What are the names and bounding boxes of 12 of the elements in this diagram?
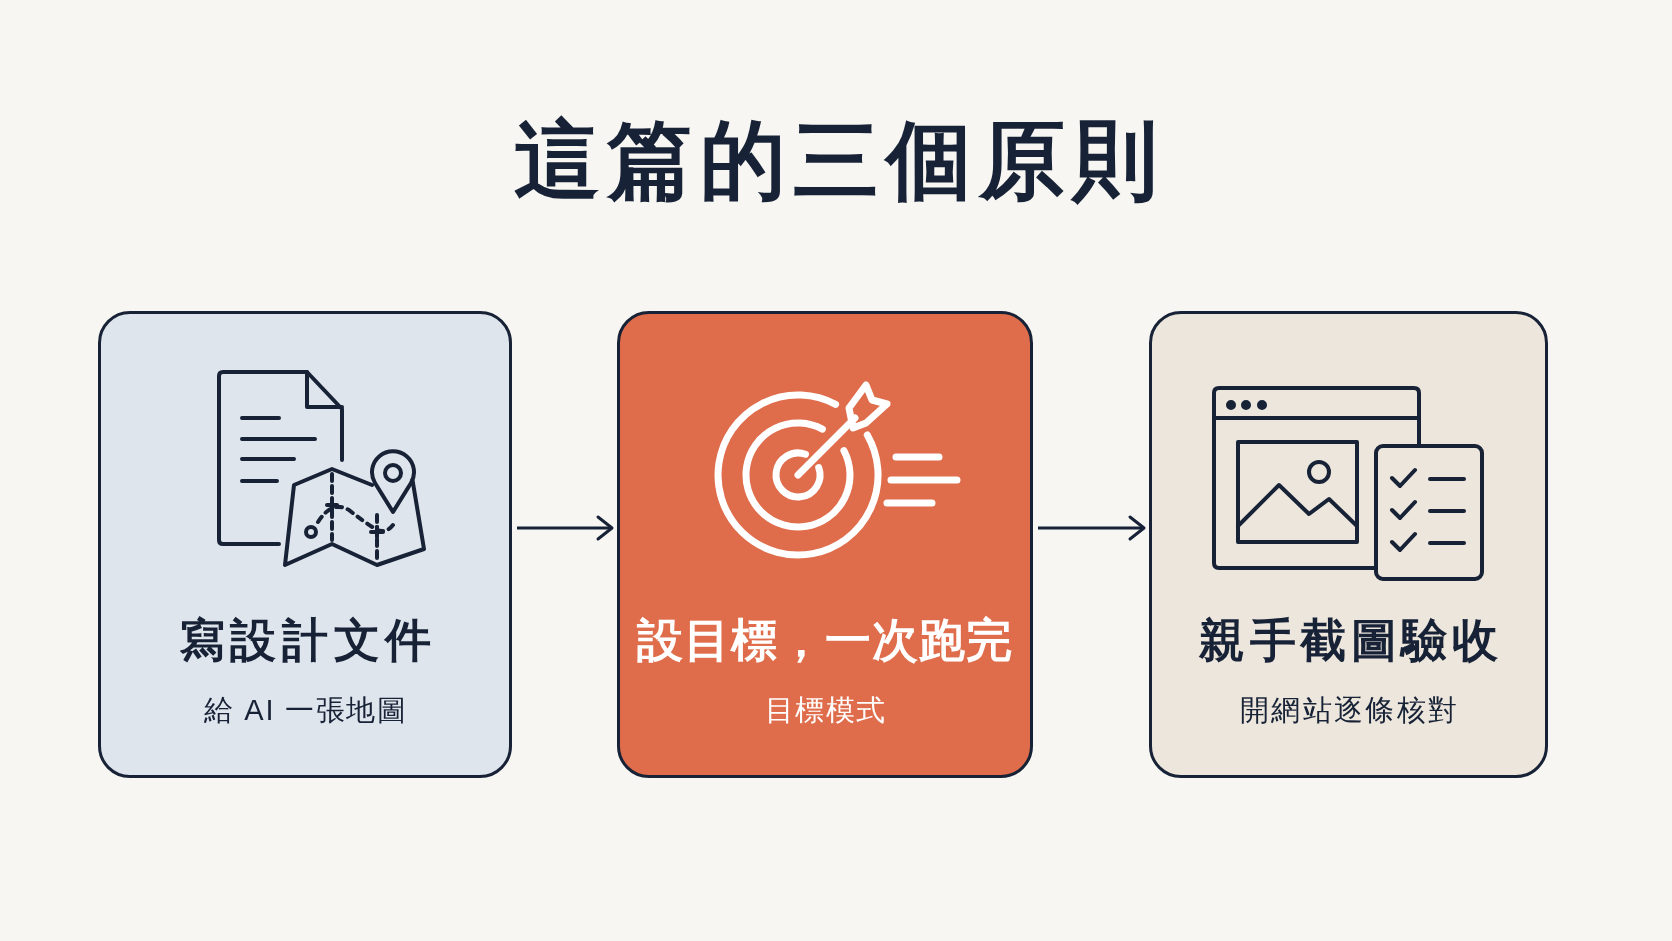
card-title: 寫設計文件 bbox=[177, 613, 437, 668]
card-subtitle: 開網站逐條核對 bbox=[1239, 693, 1460, 728]
principle-card bbox=[617, 311, 1033, 778]
card-title: 親手截圖驗收 bbox=[1198, 613, 1503, 668]
principle-card bbox=[1149, 311, 1548, 778]
card-subtitle: 目標模式 bbox=[764, 693, 886, 728]
card-title: 設目標，一次跑完 bbox=[637, 613, 1013, 668]
card-subtitle: 給 AI 一張地圖 bbox=[202, 693, 408, 728]
arrow bbox=[517, 515, 614, 541]
principle-card bbox=[98, 311, 512, 778]
diagram-title: 這篇的三個原則 bbox=[513, 111, 1165, 210]
arrow bbox=[1038, 515, 1146, 541]
